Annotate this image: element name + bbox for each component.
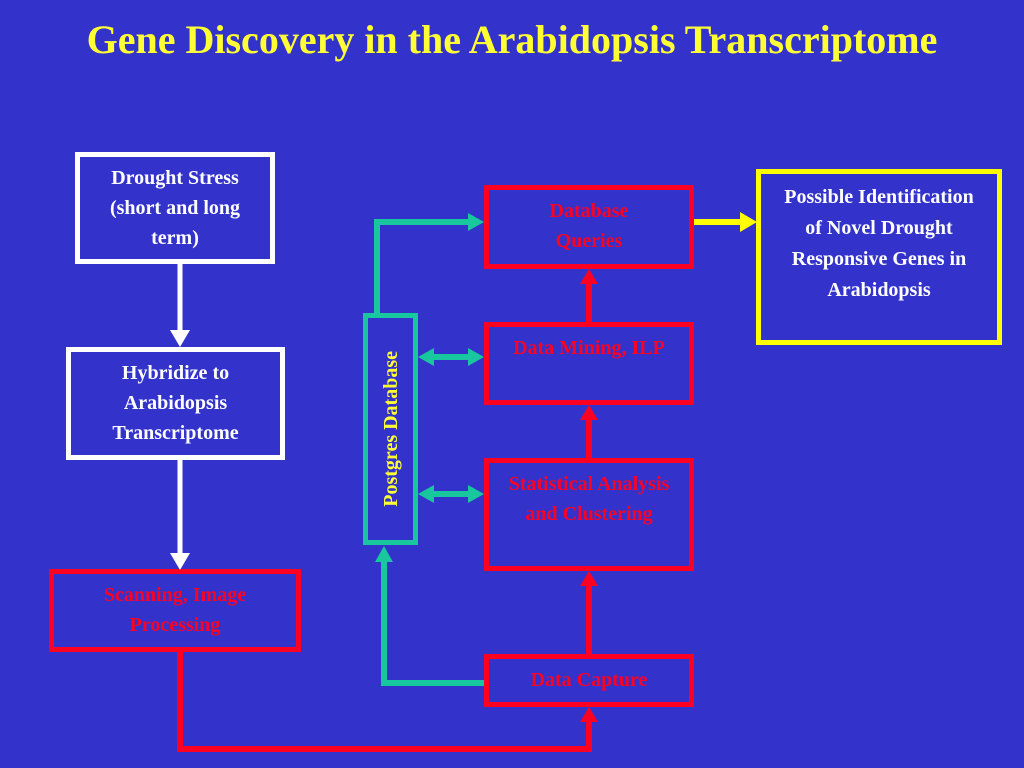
node-statistical-analysis: Statistical Analysis and Clustering [484,458,694,571]
node-postgres-database: Postgres Database [363,313,418,545]
node-data-capture-label: Data Capture [530,669,648,691]
node-data-mining: Data Mining, ILP [484,322,694,405]
node-possible-identification-label: Possible Identification of Novel Drought… [784,186,974,301]
node-scanning-label: Scanning, Image Processing [103,584,247,636]
node-scanning: Scanning, Image Processing [49,569,301,652]
node-hybridize: Hybridize to Arabidopsis Transcriptome [66,347,285,460]
node-data-mining-label: Data Mining, ILP [513,337,665,359]
yellow-arrow [694,212,757,232]
node-possible-identification: Possible Identification of Novel Drought… [756,169,1002,345]
node-data-capture: Data Capture [484,654,694,707]
slide-title: Gene Discovery in the Arabidopsis Transc… [86,17,938,62]
node-drought-stress-label: Drought Stress (short and long term) [109,167,241,249]
node-hybridize-label: Hybridize to Arabidopsis Transcriptome [112,362,239,444]
node-postgres-database-label: Postgres Database [379,351,402,507]
node-statistical-analysis-label: Statistical Analysis and Clustering [508,473,670,525]
node-drought-stress: Drought Stress (short and long term) [75,152,275,264]
node-database-queries-label: Database Queries [549,200,629,252]
node-database-queries: Database Queries [484,185,694,269]
